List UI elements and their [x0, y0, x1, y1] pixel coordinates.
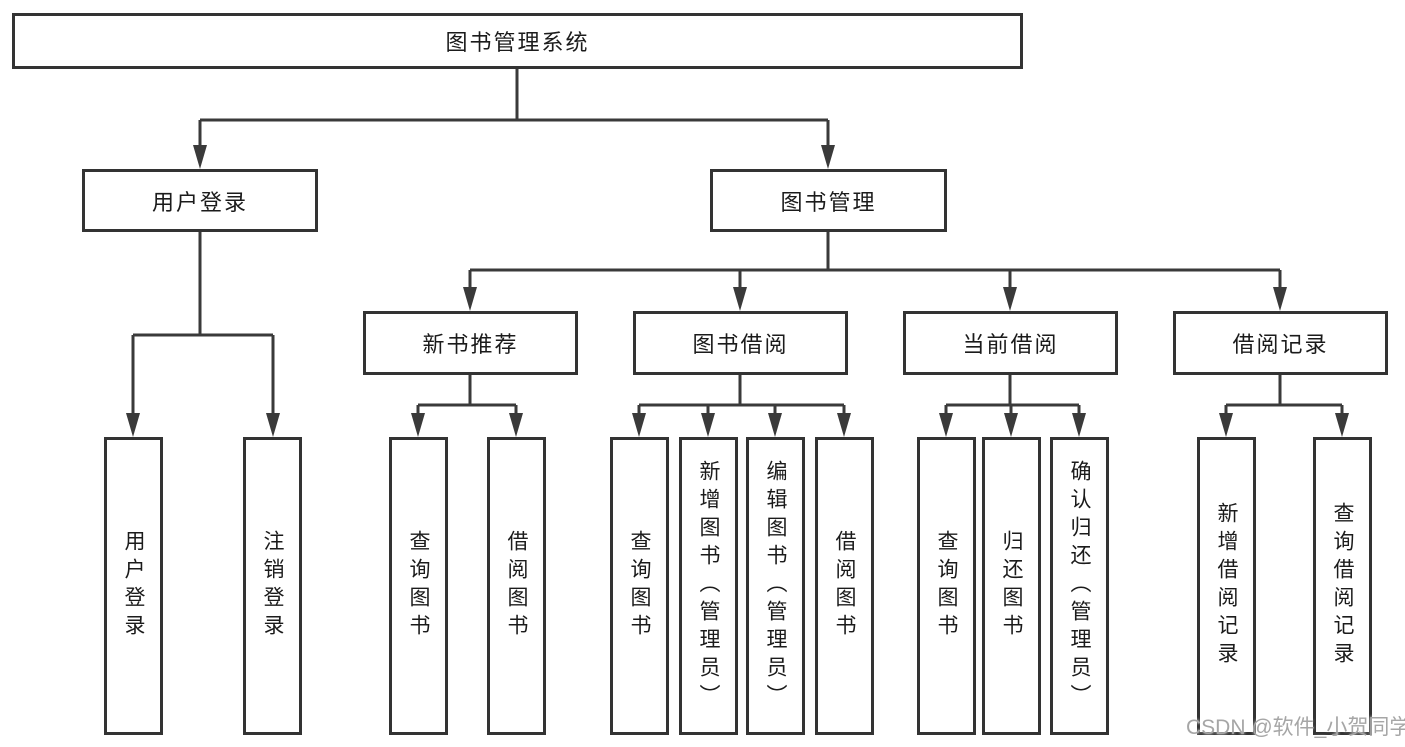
node-current-borrow-label: 当前借阅: [962, 332, 1059, 357]
node-current-borrow: 当前借阅: [903, 311, 1118, 375]
leaf-logout-login: 注销登录: [243, 437, 302, 735]
leaf-records-query-record: 查询借阅记录: [1313, 437, 1372, 735]
leaf-records-query-record-label: 查询借阅记录: [1331, 502, 1354, 670]
node-new-book-recommend: 新书推荐: [363, 311, 578, 375]
leaf-records-add-record-label: 新增借阅记录: [1215, 502, 1238, 670]
leaf-logout-login-label: 注销登录: [261, 530, 284, 642]
leaf-current-return-books-label: 归还图书: [1000, 530, 1023, 642]
leaf-borrow-edit-books-admin-label: 编辑图书（管理员）: [764, 460, 787, 712]
node-user-login-label: 用户登录: [151, 189, 248, 215]
leaf-user-login: 用户登录: [104, 437, 163, 735]
leaf-current-query-books: 查询图书: [917, 437, 976, 735]
node-book-management: 图书管理: [710, 169, 947, 232]
leaf-borrow-borrow-books: 借阅图书: [815, 437, 874, 735]
node-root-label: 图书管理系统: [445, 30, 590, 55]
leaf-recommend-borrow-books-label: 借阅图书: [505, 530, 528, 642]
node-book-management-label: 图书管理: [780, 189, 877, 215]
node-borrow-records: 借阅记录: [1173, 311, 1388, 375]
leaf-recommend-query-books-label: 查询图书: [407, 530, 430, 642]
leaf-current-query-books-label: 查询图书: [935, 530, 958, 642]
leaf-current-return-books: 归还图书: [982, 437, 1041, 735]
leaf-current-confirm-return-admin: 确认归还（管理员）: [1050, 437, 1109, 735]
leaf-borrow-edit-books-admin: 编辑图书（管理员）: [746, 437, 805, 735]
leaf-borrow-add-books-admin: 新增图书（管理员）: [679, 437, 738, 735]
node-user-login: 用户登录: [82, 169, 318, 232]
node-book-borrow: 图书借阅: [633, 311, 848, 375]
leaf-borrow-query-books: 查询图书: [610, 437, 669, 735]
leaf-recommend-query-books: 查询图书: [389, 437, 448, 735]
leaf-recommend-borrow-books: 借阅图书: [487, 437, 546, 735]
arrowhead-icons: [126, 145, 1349, 437]
node-book-borrow-label: 图书借阅: [692, 332, 789, 357]
csdn-watermark: CSDN @软件_小贺同学: [1186, 716, 1405, 739]
node-new-book-recommend-label: 新书推荐: [422, 332, 519, 357]
leaf-borrow-add-books-admin-label: 新增图书（管理员）: [697, 460, 720, 712]
node-root-library-system: 图书管理系统: [12, 13, 1023, 69]
leaf-records-add-record: 新增借阅记录: [1197, 437, 1256, 735]
leaf-current-confirm-return-admin-label: 确认归还（管理员）: [1068, 460, 1091, 712]
node-borrow-records-label: 借阅记录: [1232, 332, 1329, 357]
leaf-borrow-query-books-label: 查询图书: [628, 530, 651, 642]
leaf-borrow-borrow-books-label: 借阅图书: [833, 530, 856, 642]
leaf-user-login-label: 用户登录: [122, 530, 145, 642]
